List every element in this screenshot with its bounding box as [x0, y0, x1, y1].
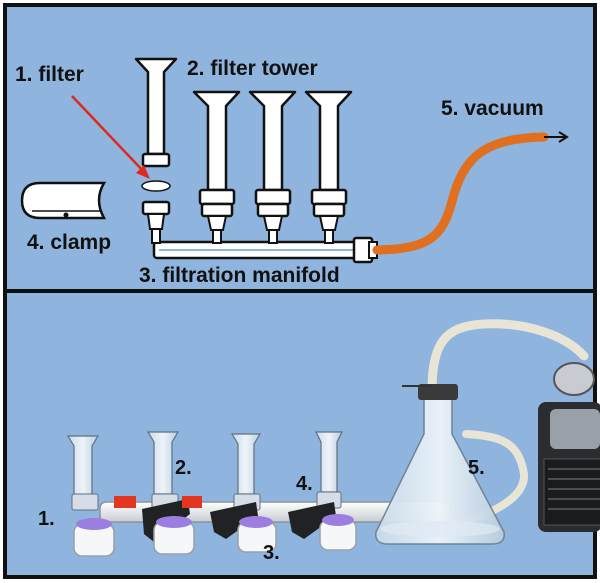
filter-base — [141, 200, 171, 244]
schematic-drawing — [20, 57, 569, 264]
vacuum-tube — [372, 132, 549, 255]
erlenmeyer-flask — [375, 384, 505, 545]
filter-tower-3 — [304, 90, 353, 244]
photo-label-4: 4. — [296, 473, 313, 495]
label-clamp: 4. clamp — [27, 231, 112, 254]
filter-tower-detached — [134, 57, 178, 168]
photo-label-2: 2. — [175, 457, 192, 479]
schematic-panel: 1. filter 2. filter tower 5. vacuum 4. c… — [3, 3, 597, 293]
photo-label-1: 1. — [38, 508, 55, 530]
vacuum-pump — [538, 362, 600, 532]
filter-unit-4 — [288, 431, 357, 551]
label-filter-tower: 2. filter tower — [187, 57, 318, 80]
apparatus-photo — [66, 319, 600, 557]
pointer-arrow — [71, 95, 150, 179]
filter-disc — [141, 180, 171, 192]
label-filter: 1. filter — [15, 63, 84, 86]
photo-label-5: 5. — [468, 457, 485, 479]
arrow-right-icon — [544, 131, 569, 143]
clamp — [20, 181, 107, 220]
filter-tower-2 — [248, 90, 297, 244]
filtration-manifold — [152, 236, 378, 264]
photo-label-3: 3. — [263, 542, 280, 564]
filter-unit-3 — [210, 433, 277, 553]
label-vacuum: 5. vacuum — [441, 97, 544, 120]
photo-panel: 1. 2. 3. 4. 5. — [3, 289, 600, 579]
label-filtration-manifold: 3. filtration manifold — [139, 264, 340, 287]
filter-unit-2 — [142, 431, 202, 555]
filter-unit-1 — [66, 435, 136, 557]
filter-tower-1 — [192, 90, 241, 244]
